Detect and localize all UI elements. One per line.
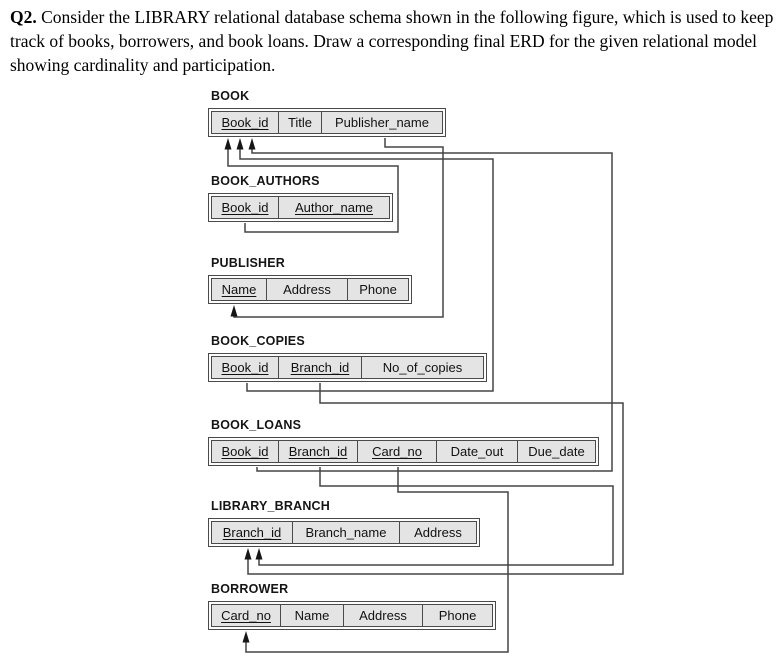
- arrowhead-book-loans-to-library-branch: [255, 548, 263, 560]
- arrowhead-book-authors-to-book: [224, 138, 232, 150]
- table-book-authors-title: BOOK_AUTHORS: [211, 174, 320, 188]
- table-book-loans-title: BOOK_LOANS: [211, 418, 302, 432]
- attribute-cell: Address: [343, 604, 423, 627]
- attribute-cell: Name: [211, 278, 267, 301]
- attribute-cell: Due_date: [517, 440, 596, 463]
- table-library-branch: LIBRARY_BRANCH Branch_id Branch_name Add…: [208, 499, 480, 547]
- arrowhead-book-loans-to-book: [248, 138, 256, 150]
- attribute-cell: Publisher_name: [321, 111, 443, 134]
- attribute-cell: Author_name: [278, 196, 390, 219]
- table-book-copies-row: Book_id Branch_id No_of_copies: [208, 353, 487, 382]
- attribute-cell: Book_id: [211, 356, 279, 379]
- attribute-cell: Phone: [422, 604, 493, 627]
- attribute-cell: Branch_id: [211, 521, 293, 544]
- attribute-cell: Phone: [347, 278, 409, 301]
- question-body: Consider the LIBRARY relational database…: [10, 7, 774, 75]
- question-text: Q2. Consider the LIBRARY relational data…: [10, 6, 778, 78]
- table-book-loans: BOOK_LOANS Book_id Branch_id Card_no Dat…: [208, 418, 599, 466]
- attribute-cell: Card_no: [211, 604, 281, 627]
- attribute-cell: Title: [278, 111, 322, 134]
- table-book-loans-row: Book_id Branch_id Card_no Date_out Due_d…: [208, 437, 599, 466]
- arrowhead-book-loans-to-borrower: [242, 631, 250, 643]
- attribute-cell: Book_id: [211, 111, 279, 134]
- attribute-cell: Card_no: [357, 440, 437, 463]
- table-borrower-row: Card_no Name Address Phone: [208, 601, 496, 630]
- table-borrower: BORROWER Card_no Name Address Phone: [208, 582, 496, 630]
- arrowhead-book-to-publisher: [230, 305, 238, 317]
- table-library-branch-row: Branch_id Branch_name Address: [208, 518, 480, 547]
- attribute-cell: Book_id: [211, 440, 279, 463]
- attribute-cell: Book_id: [211, 196, 279, 219]
- attribute-cell: No_of_copies: [361, 356, 484, 379]
- attribute-cell: Branch_name: [292, 521, 400, 544]
- attribute-cell: Date_out: [436, 440, 518, 463]
- table-publisher: PUBLISHER Name Address Phone: [208, 256, 412, 304]
- question-number: Q2.: [10, 7, 37, 27]
- attribute-cell: Address: [266, 278, 348, 301]
- table-publisher-title: PUBLISHER: [211, 256, 286, 270]
- table-book-authors-row: Book_id Author_name: [208, 193, 393, 222]
- table-book-copies: BOOK_COPIES Book_id Branch_id No_of_copi…: [208, 334, 487, 382]
- table-library-branch-title: LIBRARY_BRANCH: [211, 499, 331, 513]
- attribute-cell: Branch_id: [278, 356, 362, 379]
- arrowhead-book-copies-to-library-branch: [244, 548, 252, 560]
- table-book-copies-title: BOOK_COPIES: [211, 334, 305, 348]
- table-book-title: BOOK: [211, 89, 250, 103]
- attribute-cell: Name: [280, 604, 344, 627]
- attribute-cell: Address: [399, 521, 477, 544]
- arrowhead-book-copies-to-book: [236, 138, 244, 150]
- table-book: BOOK Book_id Title Publisher_name: [208, 89, 446, 137]
- attribute-cell: Branch_id: [278, 440, 358, 463]
- table-book-authors: BOOK_AUTHORS Book_id Author_name: [208, 174, 393, 222]
- table-book-row: Book_id Title Publisher_name: [208, 108, 446, 137]
- table-borrower-title: BORROWER: [211, 582, 289, 596]
- table-publisher-row: Name Address Phone: [208, 275, 412, 304]
